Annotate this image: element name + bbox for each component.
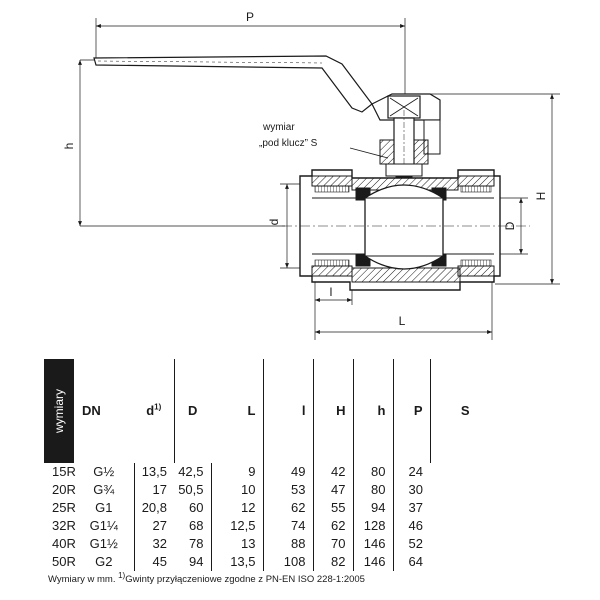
cell-d1: G1½	[74, 535, 135, 553]
cell-l: 12	[211, 499, 264, 517]
cell-h: 82	[313, 553, 354, 571]
ball-valve-drawing: P h d D H l L wymiar „pod klucz” S	[62, 10, 560, 340]
cell-l: 12,5	[211, 517, 264, 535]
header-P: P	[393, 359, 431, 463]
cell-S: 30	[408, 482, 423, 497]
header-D: D	[188, 403, 198, 418]
header-S: S	[460, 403, 470, 418]
cell-l: 9	[211, 463, 264, 481]
cell-D: 17	[152, 482, 167, 497]
callout-line-2: „pod klucz” S	[259, 138, 318, 149]
table-row: 40R G1½ 32 78 13 88 70 146 52	[44, 535, 500, 553]
cell-D: 27	[152, 518, 167, 533]
cell-L: 50,5	[174, 481, 212, 499]
cell-P: 94	[353, 499, 394, 517]
cell-L: 78	[174, 535, 212, 553]
cell-P: 80	[353, 481, 394, 499]
cell-dn: 40R	[52, 536, 76, 551]
dim-label-P: P	[246, 10, 254, 24]
cell-L: 42,5	[174, 463, 212, 481]
header-dn: DN	[82, 403, 101, 418]
footnote-units: Wymiary w mm.	[48, 574, 119, 585]
cell-S: 24	[408, 464, 423, 479]
dim-label-l: l	[330, 285, 333, 299]
cell-d1: G2	[74, 553, 135, 571]
table-row: 25R G1 20,8 60 12 62 55 94 37	[44, 499, 500, 517]
cell-dn: 20R	[52, 482, 76, 497]
cell-h: 62	[313, 517, 354, 535]
cell-dn: 50R	[52, 554, 76, 569]
header-d1: d1)	[134, 359, 175, 463]
cell-h: 47	[313, 481, 354, 499]
cell-H: 62	[263, 499, 314, 517]
cell-L: 68	[174, 517, 212, 535]
cell-P: 128	[353, 517, 394, 535]
footnote-standard: Gwinty przyłączeniowe zgodne z PN-EN ISO…	[125, 574, 365, 585]
cell-D: 13,5	[141, 464, 167, 479]
footnote-marker: 1)	[118, 570, 126, 580]
cell-S: 46	[408, 518, 423, 533]
cell-h: 42	[313, 463, 354, 481]
cell-P: 146	[353, 535, 394, 553]
cell-h: 70	[313, 535, 354, 553]
side-label-cell: wymiary	[44, 359, 74, 463]
header-h: h	[353, 359, 394, 463]
dim-label-D: D	[503, 221, 517, 230]
cell-dn: 25R	[52, 500, 76, 515]
cell-l: 10	[211, 481, 264, 499]
table-row: 50R G2 45 94 13,5 108 82 146 64	[44, 553, 500, 571]
dim-label-H: H	[534, 192, 548, 201]
cell-H: 108	[263, 553, 314, 571]
cell-l: 13	[211, 535, 264, 553]
header-L: L	[211, 359, 264, 463]
cell-d1: G½	[74, 463, 135, 481]
cell-H: 74	[263, 517, 314, 535]
cell-L: 60	[174, 499, 212, 517]
cell-d1: G¾	[74, 481, 135, 499]
cell-S: 52	[408, 536, 423, 551]
cell-dn: 15R	[52, 464, 76, 479]
dimensions-table: wymiary DN d1) D L l H h P S 15R G½ 13,5…	[44, 359, 500, 571]
table-row: 32R G1¼ 27 68 12,5 74 62 128 46	[44, 517, 500, 535]
cell-S: 37	[408, 500, 423, 515]
cell-H: 88	[263, 535, 314, 553]
callout-line-1: wymiar	[262, 122, 295, 133]
cell-P: 80	[353, 463, 394, 481]
table-row: 15R G½ 13,5 42,5 9 49 42 80 24	[44, 463, 500, 481]
cell-L: 94	[174, 553, 212, 571]
cell-d1: G1	[74, 499, 135, 517]
header-l: l	[263, 359, 314, 463]
header-H: H	[313, 359, 354, 463]
cell-dn: 32R	[52, 518, 76, 533]
cell-H: 49	[263, 463, 314, 481]
cell-P: 146	[353, 553, 394, 571]
cell-d1: G1¼	[74, 517, 135, 535]
table-header-row: wymiary DN d1) D L l H h P S	[44, 359, 500, 463]
cell-h: 55	[313, 499, 354, 517]
cell-H: 53	[263, 481, 314, 499]
cell-S: 64	[408, 554, 423, 569]
cell-D: 20,8	[141, 500, 167, 515]
dim-label-d: d	[267, 219, 281, 226]
footnote: Wymiary w mm. 1)Gwinty przyłączeniowe zg…	[48, 570, 365, 585]
cell-D: 32	[152, 536, 167, 551]
dim-label-h: h	[62, 143, 76, 150]
table-row: 20R G¾ 17 50,5 10 53 47 80 30	[44, 481, 500, 499]
dim-label-L: L	[399, 314, 406, 328]
side-label: wymiary	[52, 389, 66, 433]
cell-D: 45	[152, 554, 167, 569]
cell-l: 13,5	[211, 553, 264, 571]
